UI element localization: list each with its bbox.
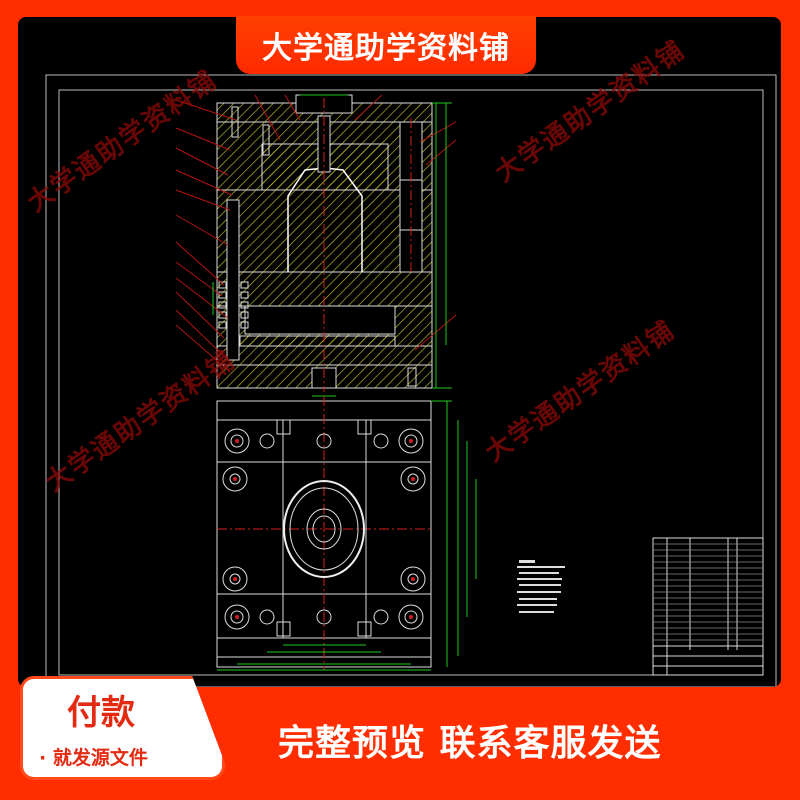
footer-cta: 完整预览 联系客服发送 (278, 723, 662, 764)
pay-label: 付款 (67, 693, 135, 733)
shop-title: 大学通助学资料铺 (262, 31, 510, 66)
shop-banner: 大学通助学资料铺 (236, 16, 536, 74)
section-view (175, 94, 457, 397)
pay-card[interactable]: 付款 · 就发源文件 (20, 676, 225, 780)
title-block (652, 537, 764, 676)
mold-drawing (45, 74, 777, 687)
pay-subtitle: · 就发源文件 (39, 747, 148, 769)
cad-preview-panel: 大学通助学资料铺 大学通助学资料铺 大学通助学资料铺 大学通助学资料铺 (18, 17, 781, 687)
technical-notes (517, 560, 565, 613)
plan-view (216, 396, 477, 671)
